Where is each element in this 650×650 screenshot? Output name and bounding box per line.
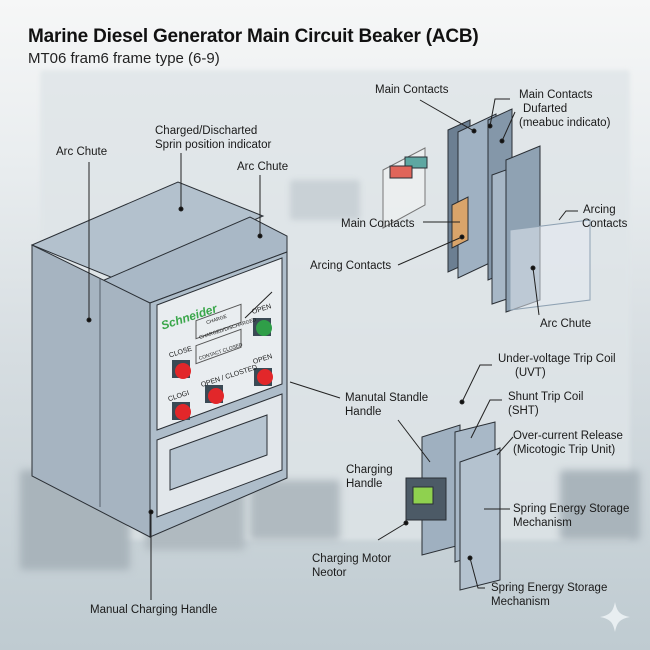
button-open-red[interactable] bbox=[254, 368, 273, 386]
background-panel-5 bbox=[560, 470, 640, 540]
label-manual-handle-2: Handle bbox=[345, 406, 382, 418]
contacts-assembly bbox=[382, 108, 591, 313]
label-spring-bottom-2: Mechanism bbox=[491, 596, 550, 608]
label-charging-motor-1: Charging Motor bbox=[312, 553, 392, 565]
button-close[interactable] bbox=[172, 360, 191, 379]
label-main-contacts-mid: Main Contacts bbox=[341, 218, 415, 230]
charge-indicator-window bbox=[195, 303, 242, 340]
contact-indicator-window bbox=[195, 328, 242, 365]
background-panel-1 bbox=[290, 180, 360, 220]
background-panel-4 bbox=[250, 480, 340, 540]
label-overcurrent-2: (Micotogic Trip Unit) bbox=[513, 444, 616, 456]
button-open-closed[interactable] bbox=[205, 385, 224, 404]
label-spring-mid-1: Spring Energy Storage bbox=[513, 503, 630, 515]
teal-contact bbox=[404, 156, 428, 169]
label-charging-handle-1: Charging bbox=[346, 464, 393, 476]
label-main-contacts-right-1: Main Contacts bbox=[519, 89, 593, 101]
label-arcing-contacts-mid: Arcing Contacts bbox=[310, 260, 392, 272]
page-title: Marine Diesel Generator Main Circuit Bea… bbox=[28, 26, 479, 47]
label-charged-indicator-1: Charged/Discharted bbox=[155, 125, 258, 137]
label-spring-mid-2: Mechanism bbox=[513, 517, 572, 529]
label-main-contacts-top: Main Contacts bbox=[375, 84, 449, 96]
label-arc-chute-top: Arc Chute bbox=[237, 161, 289, 173]
label-arc-chute-bottom: Arc Chute bbox=[540, 318, 592, 330]
label-manual-charging-handle: Manual Charging Handle bbox=[90, 604, 218, 616]
label-arcing-contacts-right-1: Arcing bbox=[583, 204, 616, 216]
trip-unit-screen bbox=[412, 486, 434, 505]
label-charged-indicator-2: Sprin position indicator bbox=[155, 139, 272, 151]
label-overcurrent-1: Over-current Release bbox=[513, 430, 623, 442]
label-main-contacts-right-3: (meabuc indicato) bbox=[519, 117, 611, 129]
button-clogi[interactable] bbox=[172, 402, 191, 420]
label-sht-1: Shunt Trip Coil bbox=[508, 391, 584, 403]
trip-mechanism bbox=[405, 421, 501, 591]
red-contact bbox=[389, 165, 413, 179]
label-arc-chute-left: Arc Chute bbox=[56, 146, 108, 158]
label-charging-handle-2: Handle bbox=[346, 478, 383, 490]
sparkle-icon bbox=[600, 602, 630, 632]
button-open-green[interactable] bbox=[253, 318, 272, 336]
label-spring-bottom-1: Spring Energy Storage bbox=[491, 582, 608, 594]
breaker-housing bbox=[30, 181, 288, 538]
label-arcing-contacts-right-2: Contacts bbox=[582, 218, 628, 230]
label-main-contacts-right-2: Dufarted bbox=[523, 103, 568, 115]
label-uvt-1: Under-voltage Trip Coil bbox=[498, 353, 616, 365]
label-charging-motor-2: Neotor bbox=[312, 567, 347, 579]
label-sht-2: (SHT) bbox=[508, 405, 539, 417]
leader-lines bbox=[86, 98, 578, 600]
label-manual-handle-1: Manutal Standle bbox=[345, 392, 429, 404]
page-subtitle: MT06 fram6 frame type (6-9) bbox=[28, 50, 220, 67]
label-uvt-2: (UVT) bbox=[515, 367, 546, 379]
